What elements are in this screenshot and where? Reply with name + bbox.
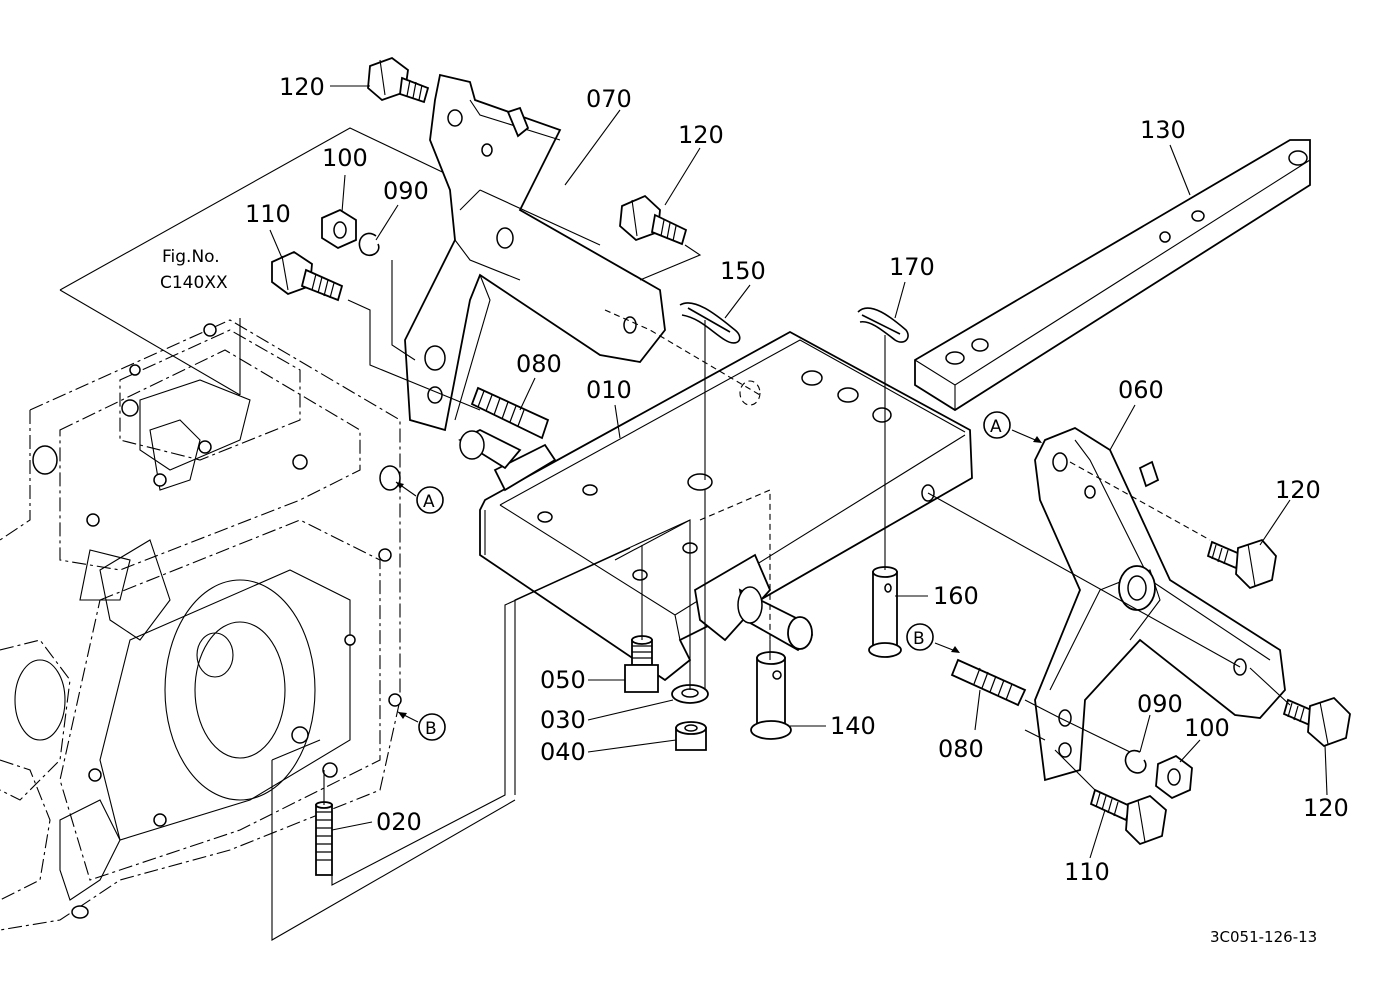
callout-110-left: 110 bbox=[245, 200, 291, 228]
callout-050: 050 bbox=[540, 666, 586, 694]
bolt-120-mid bbox=[619, 194, 688, 246]
marker-b-right: B bbox=[913, 629, 925, 649]
marker-a-left: A bbox=[423, 492, 435, 512]
callout-020: 020 bbox=[376, 808, 422, 836]
nut-100-right bbox=[1155, 754, 1193, 800]
callout-030: 030 bbox=[540, 706, 586, 734]
callout-040: 040 bbox=[540, 738, 586, 766]
bolt-120-top bbox=[367, 56, 430, 104]
callout-labels: 120 070 120 130 100 090 110 150 170 080 … bbox=[245, 73, 1349, 886]
bolt-120-right bbox=[1206, 538, 1277, 590]
callout-100-left: 100 bbox=[322, 144, 368, 172]
stud-020 bbox=[315, 801, 333, 876]
main-bracket-010 bbox=[458, 330, 973, 682]
transmission-case bbox=[0, 319, 402, 931]
marker-a-right: A bbox=[990, 417, 1002, 437]
callout-120-right: 120 bbox=[1275, 476, 1321, 504]
figure-ref-line2: C140XX bbox=[160, 273, 228, 293]
leader-lines bbox=[269, 85, 1328, 859]
bolt-110-left bbox=[271, 250, 344, 302]
assembly-lines bbox=[271, 189, 1291, 941]
pin-140 bbox=[750, 651, 792, 740]
bolt-120-right-low bbox=[1282, 696, 1351, 748]
callout-160: 160 bbox=[933, 582, 979, 610]
callout-070: 070 bbox=[586, 85, 632, 113]
lockwasher-090-right bbox=[1124, 749, 1147, 774]
stud-080-right bbox=[950, 658, 1027, 707]
lockwasher-090-left bbox=[358, 232, 380, 257]
callout-120-right-low: 120 bbox=[1303, 794, 1349, 822]
case-marker-b: B bbox=[397, 711, 446, 741]
callout-010: 010 bbox=[586, 376, 632, 404]
right-marker-b: B bbox=[906, 623, 960, 653]
marker-b-left: B bbox=[425, 719, 437, 739]
callout-090-right: 090 bbox=[1137, 690, 1183, 718]
nut-100-left bbox=[321, 208, 357, 250]
diagram-id: 3C051-126-13 bbox=[1210, 928, 1317, 946]
callout-120-mid: 120 bbox=[678, 121, 724, 149]
case-marker-a: A bbox=[395, 481, 444, 514]
callout-150: 150 bbox=[720, 257, 766, 285]
callout-140: 140 bbox=[830, 712, 876, 740]
rpin-170 bbox=[857, 307, 909, 343]
callout-080-left: 080 bbox=[516, 350, 562, 378]
stud-080-left bbox=[470, 386, 550, 440]
bracket-060 bbox=[1034, 426, 1286, 782]
callout-170: 170 bbox=[889, 253, 935, 281]
bracket-070 bbox=[404, 73, 666, 432]
figure-ref-line1: Fig.No. bbox=[162, 247, 220, 267]
callout-120-top: 120 bbox=[279, 73, 325, 101]
callout-090-left: 090 bbox=[383, 177, 429, 205]
pin-160 bbox=[868, 566, 902, 658]
bolt-110-right bbox=[1089, 788, 1167, 846]
drawbar-130 bbox=[914, 139, 1311, 412]
callout-060: 060 bbox=[1118, 376, 1164, 404]
callout-110-right: 110 bbox=[1064, 858, 1110, 886]
rpin-150 bbox=[679, 302, 741, 344]
bolt-050 bbox=[624, 635, 659, 693]
callout-100-right: 100 bbox=[1184, 714, 1230, 742]
callout-080-right: 080 bbox=[938, 735, 984, 763]
callout-130: 130 bbox=[1140, 116, 1186, 144]
right-marker-a: A bbox=[983, 411, 1042, 443]
figure-reference: Fig.No. C140XX bbox=[59, 127, 481, 396]
nut-040 bbox=[675, 721, 707, 751]
